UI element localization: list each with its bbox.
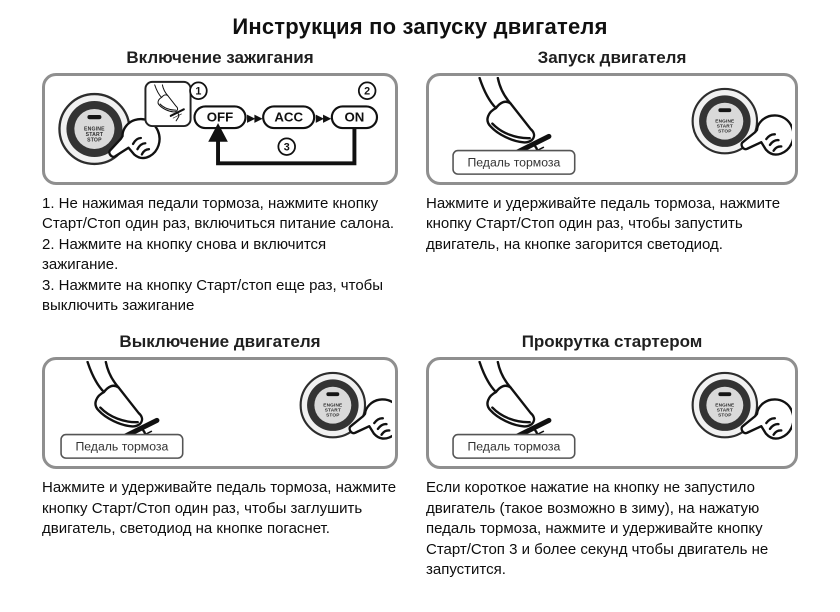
no-brake-foot-icon bbox=[144, 80, 192, 128]
engine-off-figure: Педаль тормоза bbox=[42, 357, 398, 470]
section-title: Запуск двигателя bbox=[537, 48, 687, 67]
double-arrow-icon: ▶▶ bbox=[316, 113, 332, 125]
section-title: Выключение двигателя bbox=[119, 332, 321, 352]
starter-crank-figure: Педаль тормоза bbox=[426, 357, 798, 470]
double-arrow-icon: ▶▶ bbox=[247, 113, 263, 125]
on-state-pill: ON bbox=[330, 105, 379, 130]
svg-text:OFF: OFF bbox=[207, 110, 233, 125]
acc-state-pill: ACC bbox=[262, 105, 316, 130]
svg-text:2: 2 bbox=[364, 86, 370, 98]
svg-text:Педаль тормоза: Педаль тормоза bbox=[75, 440, 168, 454]
section-ignition-on: Включение зажигания 1 bbox=[42, 48, 398, 316]
section-title: Прокрутка стартером bbox=[521, 332, 703, 352]
page-title: Инструкция по запуску двигателя bbox=[232, 14, 608, 39]
section-body: Нажмите и удерживайте педаль тормоза, на… bbox=[42, 479, 397, 538]
section-starter-crank: Прокрутка стартером Педаль тормоза bbox=[426, 332, 798, 580]
return-arrow-line bbox=[216, 128, 357, 166]
svg-text:3: 3 bbox=[284, 142, 290, 154]
off-state-pill: OFF bbox=[193, 105, 247, 130]
section-engine-off: Выключение двигателя Педаль тормоза bbox=[42, 332, 398, 580]
svg-text:1: 1 bbox=[195, 86, 201, 98]
step-2-marker: 2 bbox=[357, 81, 377, 100]
section-body: Нажмите и удерживайте педаль тормоза, на… bbox=[426, 195, 781, 253]
svg-text:Педаль тормоза: Педаль тормоза bbox=[467, 155, 560, 169]
engine-start-figure: Педаль тормоза bbox=[426, 73, 798, 185]
brake-pedal-label: Педаль тормоза bbox=[60, 434, 184, 460]
section-body: Если короткое нажатие на кнопку не запус… bbox=[426, 479, 769, 578]
step-1-marker: 1 bbox=[189, 81, 208, 100]
ignition-sequence-figure: 1 2 OFF ▶▶ ACC ▶▶ bbox=[42, 73, 398, 185]
section-body: 1. Не нажимая педали тормоза, нажмите кн… bbox=[42, 195, 395, 314]
brake-pedal-label: Педаль тормоза bbox=[452, 434, 576, 460]
return-arrow-head bbox=[208, 123, 228, 142]
svg-text:Педаль тормоза: Педаль тормоза bbox=[467, 440, 560, 454]
section-title: Включение зажигания bbox=[126, 48, 314, 67]
step-3-marker: 3 bbox=[277, 137, 296, 156]
section-engine-start: Запуск двигателя Педаль тормоза bbox=[426, 48, 798, 316]
svg-text:ACC: ACC bbox=[274, 110, 303, 125]
brake-pedal-label: Педаль тормоза bbox=[452, 149, 576, 175]
sections-grid: Включение зажигания 1 bbox=[18, 48, 822, 580]
svg-text:ON: ON bbox=[344, 110, 364, 125]
